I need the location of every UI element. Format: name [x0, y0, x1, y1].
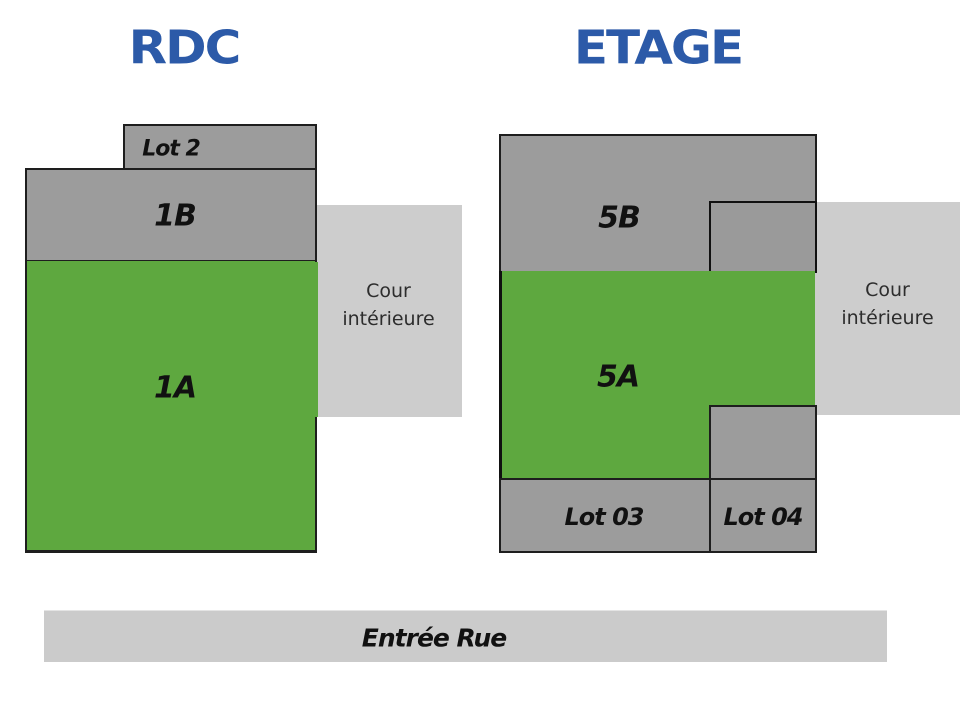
lot-2-label: Lot 2 [142, 136, 201, 162]
lot-03[interactable]: Lot 03 [499, 478, 711, 553]
courtyard-label-line2: intérieure [841, 307, 934, 329]
title-rdc: RDC [128, 21, 242, 75]
lot-04[interactable]: Lot 04 [709, 478, 817, 553]
street-entrance-label: Entrée Rue [361, 623, 507, 653]
lot-5a-label: 5A [596, 359, 640, 395]
lot-1a[interactable]: 1A [25, 261, 317, 553]
rdc-courtyard-opening [315, 262, 318, 417]
street-entrance: Entrée Rue [44, 610, 887, 662]
courtyard-etage: Cour intérieure [815, 202, 960, 415]
courtyard-label-line1: Cour [366, 280, 411, 302]
courtyard-rdc: Cour intérieure [315, 205, 462, 417]
title-etage: ETAGE [573, 21, 744, 75]
lot-1b[interactable]: 1B [25, 168, 317, 262]
lot-5a-notch [709, 405, 817, 480]
lot-5b-label: 5B [598, 200, 641, 236]
lot-1a-label: 1A [153, 370, 197, 406]
courtyard-label-line2: intérieure [342, 308, 435, 330]
courtyard-label-line1: Cour [865, 279, 910, 301]
lot-2[interactable]: Lot 2 [123, 124, 317, 170]
lot-04-label: Lot 04 [723, 503, 803, 531]
lot-03-label: Lot 03 [564, 503, 644, 531]
lot-5b-annex [709, 201, 817, 273]
lot-1b-label: 1B [154, 198, 197, 234]
